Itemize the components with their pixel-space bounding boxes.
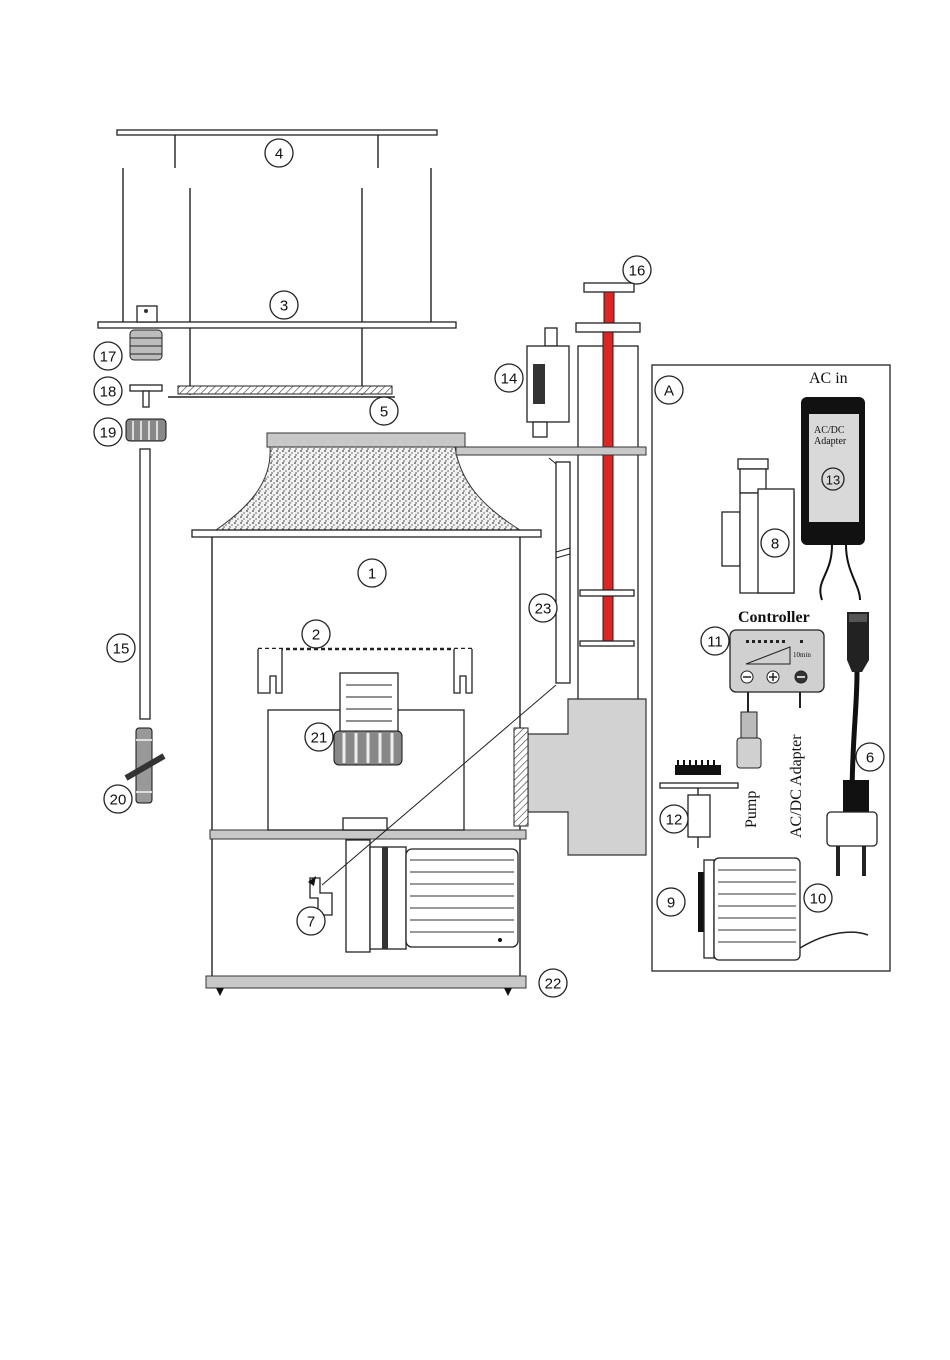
svg-text:9: 9 <box>667 895 675 912</box>
svg-text:23: 23 <box>535 601 552 618</box>
svg-text:16: 16 <box>629 263 646 280</box>
svg-text:17: 17 <box>100 349 117 366</box>
svg-text:15: 15 <box>113 641 130 658</box>
callout-22: 22 <box>539 969 567 997</box>
ac-in-label: AC in <box>809 370 848 387</box>
callout-3: 3 <box>270 291 298 319</box>
svg-text:18: 18 <box>100 384 117 401</box>
needle-wheel-part-21 <box>334 673 402 765</box>
adapter-label-line1: AC/DC <box>814 425 845 436</box>
pump-cable-label: Pump <box>743 791 760 828</box>
svg-text:2: 2 <box>312 627 320 644</box>
drain-tube-part-15 <box>140 449 150 719</box>
callout-15: 15 <box>107 634 135 662</box>
callout-20: 20 <box>104 785 132 813</box>
adapter-cable-label: AC/DC Adapter <box>788 734 805 838</box>
callout-12: 12 <box>660 805 688 833</box>
svg-text:7: 7 <box>307 914 315 931</box>
callout-18: 18 <box>94 377 122 405</box>
svg-text:20: 20 <box>110 792 127 809</box>
callout-23: 23 <box>529 594 557 622</box>
fitting-part-19 <box>126 419 166 441</box>
callout-4: 4 <box>265 139 293 167</box>
callout-11: 11 <box>701 627 729 655</box>
valve-part-20 <box>126 728 164 803</box>
pump-housing-block <box>514 699 646 855</box>
svg-text:5: 5 <box>380 404 388 421</box>
callout-7: 7 <box>297 907 325 935</box>
collection-cup-part-3 <box>98 168 456 395</box>
fitting-part-18 <box>130 385 162 407</box>
svg-text:21: 21 <box>311 730 328 747</box>
svg-text:12: 12 <box>666 812 683 829</box>
svg-text:22: 22 <box>545 976 562 993</box>
callout-14: 14 <box>495 364 523 392</box>
adapter-label-line2: Adapter <box>814 436 847 447</box>
callout-21: 21 <box>305 723 333 751</box>
callout-2: 2 <box>302 620 330 648</box>
svg-text:3: 3 <box>280 298 288 315</box>
callout-16: 16 <box>623 256 651 284</box>
controller-time-label: 10min <box>793 651 811 659</box>
callout-5: 5 <box>370 397 398 425</box>
svg-text:A: A <box>664 383 674 400</box>
callout-17: 17 <box>94 342 122 370</box>
callout-a: A <box>655 376 683 404</box>
svg-text:10: 10 <box>810 891 827 908</box>
svg-text:19: 19 <box>100 425 117 442</box>
svg-text:6: 6 <box>866 750 874 767</box>
callout-6: 6 <box>856 743 884 771</box>
callout-8: 8 <box>761 529 789 557</box>
controller-label: Controller <box>738 609 810 626</box>
svg-text:14: 14 <box>501 371 518 388</box>
svg-text:11: 11 <box>707 634 723 651</box>
svg-text:13: 13 <box>826 473 840 488</box>
side-pipe-part-23 <box>549 458 570 683</box>
callout-9: 9 <box>657 888 685 916</box>
callout-19: 19 <box>94 418 122 446</box>
callout-13: 13 <box>822 468 844 490</box>
fitting-part-17 <box>130 306 162 360</box>
svg-text:8: 8 <box>771 536 779 553</box>
callout-1: 1 <box>358 559 386 587</box>
check-valve-part-14 <box>527 328 569 437</box>
gasket-part-5 <box>168 386 395 397</box>
svg-text:4: 4 <box>275 146 283 163</box>
callout-10: 10 <box>804 884 832 912</box>
svg-text:1: 1 <box>368 566 376 583</box>
